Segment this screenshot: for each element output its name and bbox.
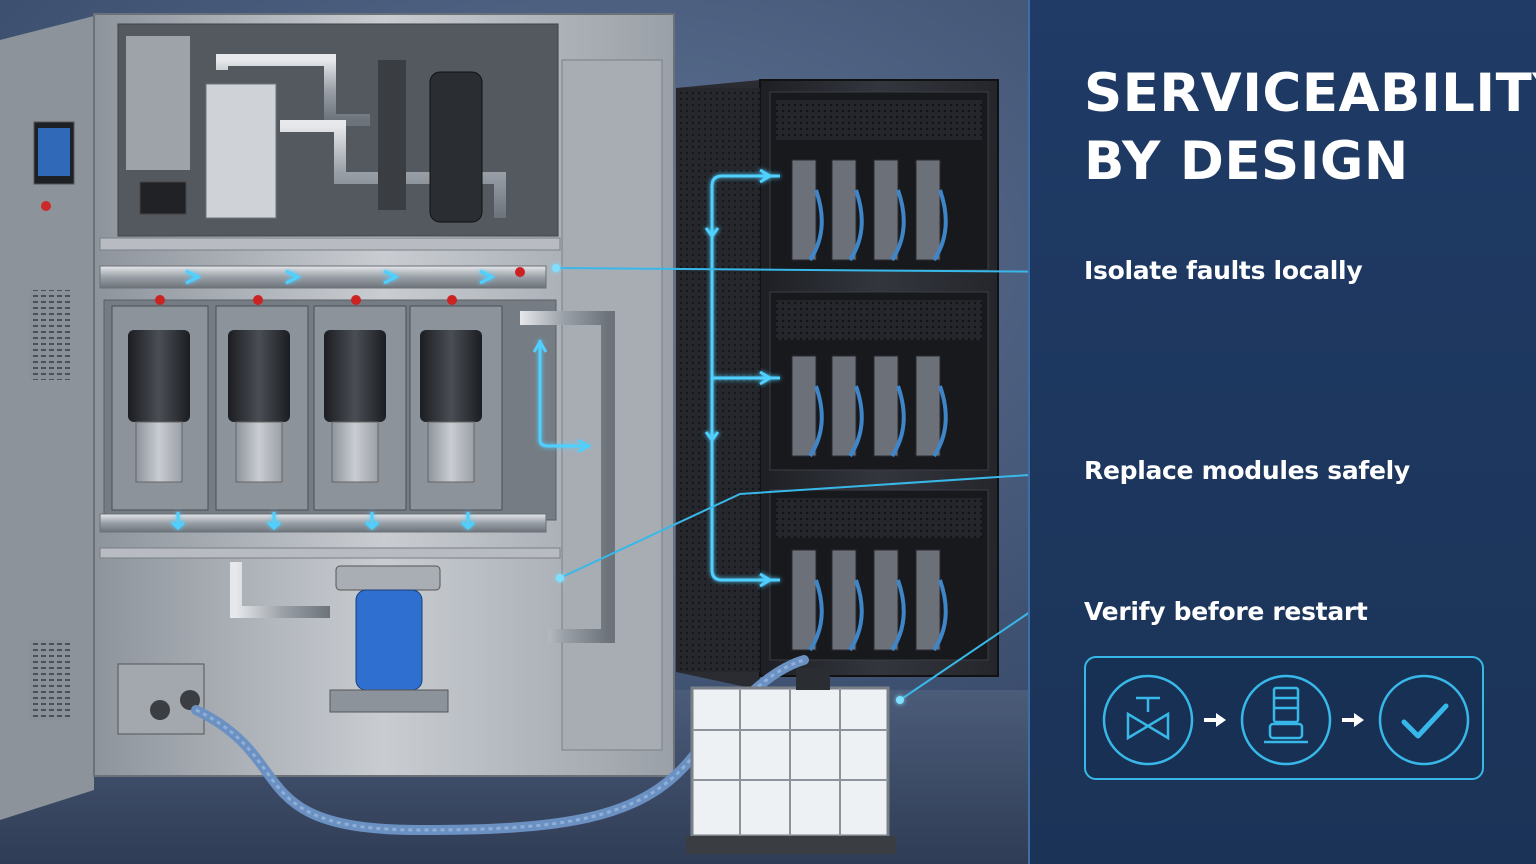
step-label-isolate: Isolate faults locally: [1084, 256, 1363, 285]
callout-dots: [552, 264, 904, 704]
coolant-tote: [686, 668, 896, 854]
rack-coolant-flow: [704, 168, 780, 588]
service-flow-box: [1084, 656, 1484, 780]
inlet-port: [117, 663, 205, 735]
supply-header-pipe: [99, 265, 547, 289]
leader-replace: [559, 471, 1075, 579]
return-flow-arrows: [170, 512, 476, 531]
cdu-cabinet: [0, 13, 675, 820]
title-line-2: BY DESIGN: [1084, 131, 1409, 192]
control-panel-screen: [33, 121, 75, 211]
pump-module-2: [215, 305, 309, 511]
title-line-1: SERVICEABILITY: [1084, 63, 1536, 124]
header-valves: [155, 267, 525, 305]
leader-isolate: [555, 267, 1075, 273]
return-header-pipe: [99, 513, 547, 533]
checkmark-icon: [1378, 674, 1470, 766]
pump-module-4: [409, 305, 503, 511]
rack-pump-modules: [791, 159, 941, 651]
top-manifold-pipes: [216, 54, 506, 218]
valve-icon: [1102, 674, 1194, 766]
arrow-right-icon: [1204, 713, 1226, 727]
pump-modules: [111, 305, 503, 511]
pump-module-1: [111, 305, 209, 511]
step-label-verify: Verify before restart: [1084, 597, 1368, 626]
step-label-replace: Replace modules safely: [1084, 456, 1410, 485]
arrow-right-icon: [1342, 713, 1364, 727]
pump-module-icon: [1240, 674, 1332, 766]
server-rack: [676, 79, 999, 690]
header-flow-arrows: [185, 269, 496, 285]
panel-title: SERVICEABILITY BY DESIGN: [1084, 60, 1536, 196]
rack-hoses: [808, 189, 948, 652]
filter-housing: [329, 565, 449, 713]
pump-module-3: [313, 305, 407, 511]
side-loop-pipe: [520, 311, 615, 643]
side-loop-flow: [538, 340, 590, 448]
